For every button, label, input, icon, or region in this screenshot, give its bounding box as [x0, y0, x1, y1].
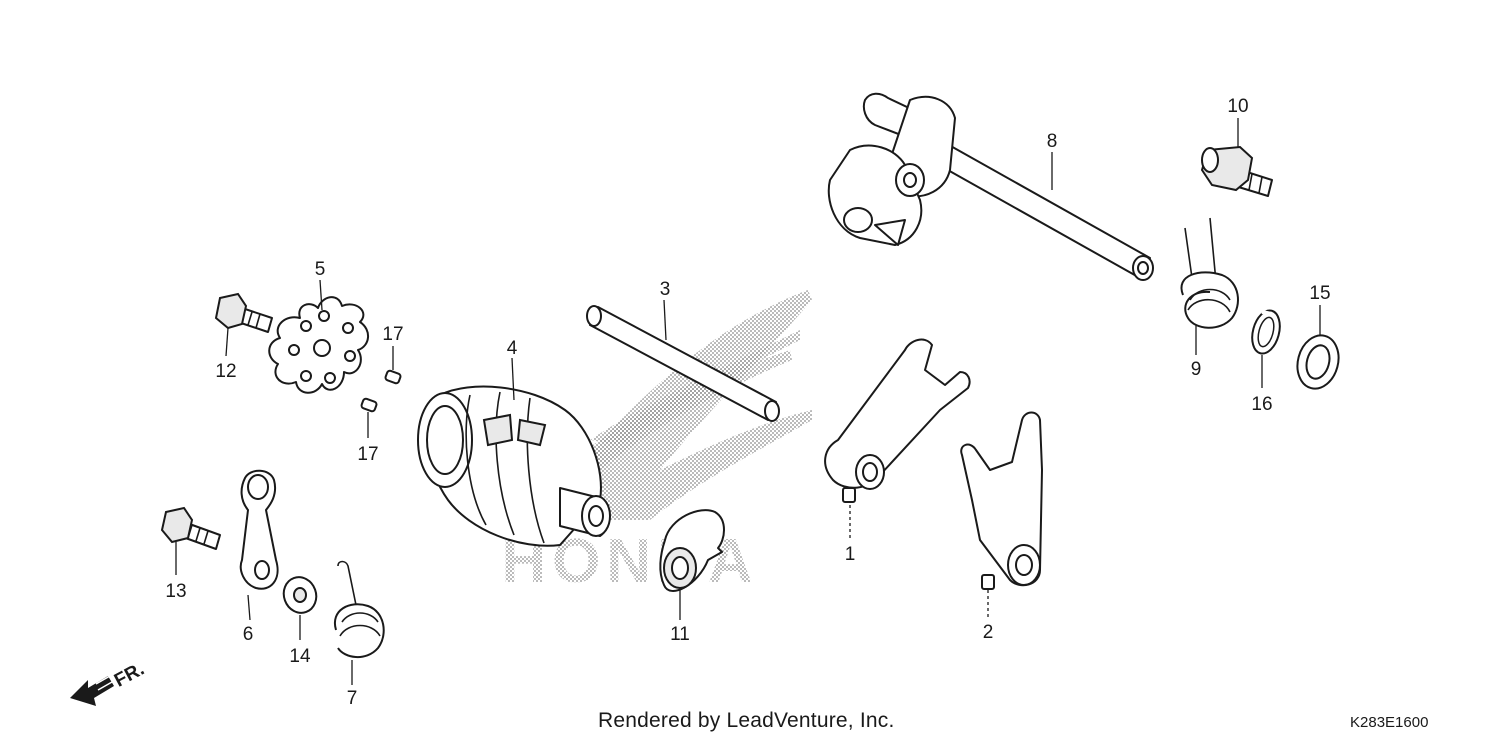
front-direction-arrow: FR.: [70, 659, 148, 706]
callout-3: 3: [660, 279, 671, 300]
callout-7: 7: [347, 688, 358, 709]
front-direction-label: FR.: [111, 659, 148, 692]
callout-5: 5: [315, 259, 326, 280]
callout-9: 9: [1191, 359, 1202, 380]
callout-2: 2: [983, 622, 994, 643]
render-credit: Rendered by LeadVenture, Inc.: [598, 709, 895, 732]
washer-15: [1296, 334, 1340, 390]
stopper-arm-bolt: [160, 506, 221, 550]
callout-10: 10: [1227, 96, 1248, 117]
callout-6: 6: [243, 624, 254, 645]
gearshift-spindle: [827, 92, 1154, 281]
leader-lines: [175, 118, 1321, 685]
drum-center-bolt: [214, 292, 273, 333]
callout-8: 8: [1047, 131, 1058, 152]
shift-fork-1: [824, 338, 971, 503]
callout-13: 13: [165, 581, 186, 602]
callout-17b: 17: [357, 444, 378, 465]
callout-1: 1: [845, 544, 856, 565]
circlip: [1251, 309, 1281, 355]
callout-12: 12: [215, 361, 236, 382]
callout-17a: 17: [382, 324, 403, 345]
callout-11: 11: [670, 624, 690, 645]
callout-15: 15: [1309, 283, 1330, 304]
stopper-bolt: [1200, 145, 1273, 197]
stopper-arm-spring: [333, 560, 385, 658]
fork-shaft: [586, 305, 780, 422]
drum-center: [268, 296, 369, 394]
stopper-arm: [239, 469, 279, 590]
shift-fork-2: [960, 411, 1043, 590]
return-spring: [1180, 217, 1239, 329]
callout-4: 4: [507, 338, 518, 359]
washer-14: [282, 576, 318, 614]
callout-16: 16: [1251, 394, 1272, 415]
callout-numbers: 1 2 3 4 5 6 7 8 9 10 11 12 13 14 15 16 1…: [165, 96, 1330, 709]
callout-14: 14: [289, 646, 311, 667]
diagram-code: K283E1600: [1350, 714, 1429, 731]
shift-drum: [417, 385, 611, 547]
guide-plate: [659, 509, 725, 592]
dowel-pins: [360, 369, 402, 413]
